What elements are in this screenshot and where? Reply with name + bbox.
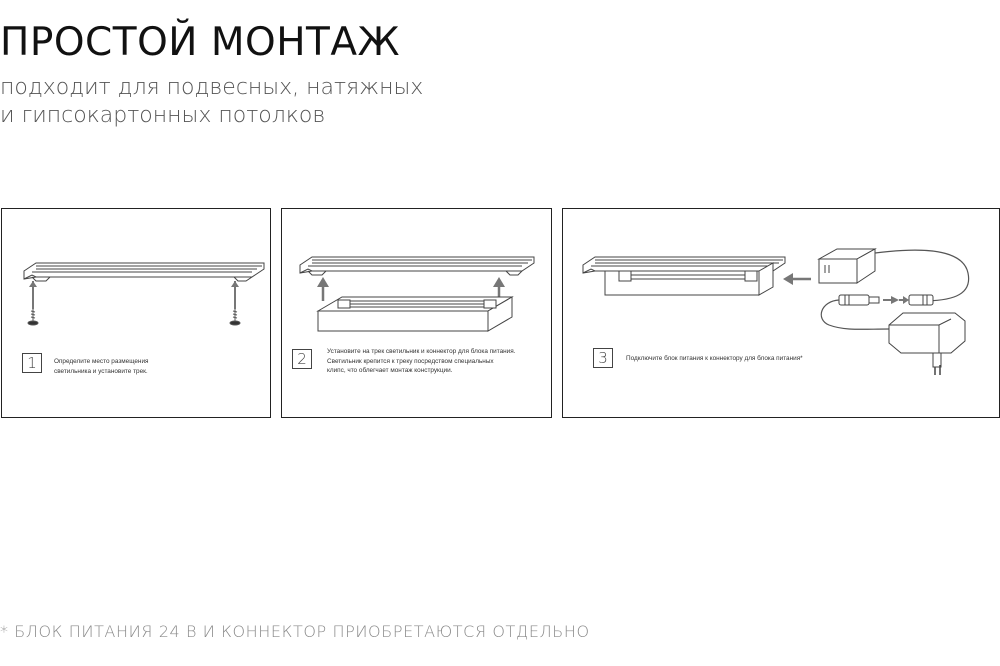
- page-subtitle: подходит для подвесных, натяжных и гипсо…: [0, 74, 423, 130]
- step-number: 3: [593, 348, 613, 368]
- step-3-panel: 3 Подключите блок питания к коннектору д…: [562, 208, 1000, 418]
- luminaire: [604, 262, 774, 296]
- subtitle-line-1: подходит для подвесных, натяжных: [0, 75, 424, 100]
- power-connection-illustration: [582, 248, 970, 375]
- arrow-right-icon: [883, 296, 899, 304]
- step-text-line: Светильник крепится к треку посредством …: [327, 357, 494, 365]
- screw-icon: [229, 281, 241, 326]
- arrow-up-icon: [317, 277, 329, 301]
- screw-icon: [27, 281, 39, 326]
- step-text-line: Установите на трек светильник и коннекто…: [327, 348, 516, 355]
- step-1-panel: 1 Определите место размещения светильник…: [1, 208, 271, 418]
- step-1-description: Определите место размещения светильника …: [54, 357, 149, 376]
- luminaire-mounting-illustration: [299, 256, 535, 332]
- power-cable: [874, 249, 970, 302]
- step-text-line: светильника и установите трек.: [54, 367, 148, 375]
- step-2-description: Установите на трек светильник и коннекто…: [327, 347, 515, 376]
- step-number: 1: [22, 353, 42, 373]
- step-text-line: Определите место размещения: [54, 358, 149, 365]
- footnote: * БЛОК ПИТАНИЯ 24 В И КОННЕКТОР ПРИОБРЕТ…: [0, 622, 590, 641]
- subtitle-line-2: и гипсокартонных потолков: [0, 103, 326, 128]
- power-cable: [820, 299, 890, 330]
- page-title: ПРОСТОЙ МОНТАЖ: [0, 20, 401, 65]
- track-mounting-illustration: [23, 262, 265, 326]
- arrow-left-icon: [783, 273, 811, 285]
- step-text-line: Подключите блок питания к коннектору для…: [626, 355, 803, 362]
- ceiling-track: [23, 262, 265, 282]
- ceiling-track: [299, 256, 535, 276]
- dc-plug-connector: [838, 294, 934, 306]
- power-adapter-icon: [888, 312, 966, 375]
- step-2-panel: 2 Установите на трек светильник и коннек…: [281, 208, 552, 418]
- step-number: 2: [292, 349, 312, 369]
- step-text-line: клипс, что облегчает монтаж конструкции.: [327, 367, 453, 374]
- luminaire: [316, 296, 514, 332]
- power-connector: [817, 248, 877, 284]
- arrow-right-icon: [899, 296, 909, 304]
- ceiling-track: [582, 256, 786, 274]
- step-3-description: Подключите блок питания к коннектору для…: [626, 354, 803, 364]
